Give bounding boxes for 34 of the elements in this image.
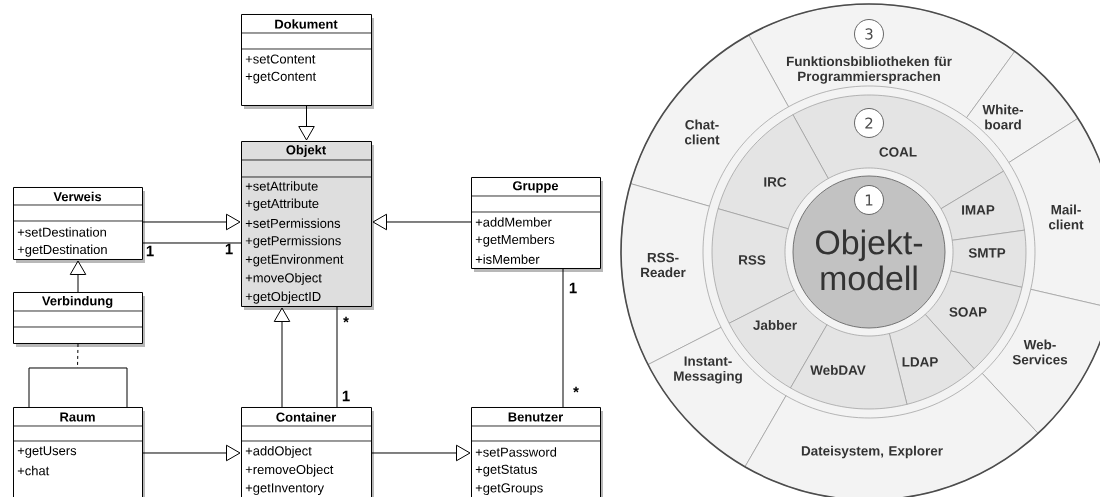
class-box: Verweis +setDestination +getDestination [12, 187, 145, 263]
node-label: Dateisystem, Explorer [801, 445, 943, 459]
node-label: +setPassword [475, 447, 557, 457]
class-box: Verbindung [12, 292, 145, 347]
ring-segment: White- board [966, 51, 1079, 163]
class-box: Raum +getUsers +chat [12, 407, 145, 497]
multiplicity-label: 1 [146, 245, 154, 257]
class-box: Objekt +setAttribute +getAttribute +setPermissions +getPermissions +getEnvironment +moveObject +getObjectID [240, 141, 374, 310]
node-label: Benutzer [508, 412, 564, 422]
node-label: +getStatus [475, 464, 538, 477]
generalization-arrow [142, 444, 241, 462]
multiplicity-label: 1 [225, 243, 233, 255]
multiplicity-label: * [343, 316, 349, 323]
multiplicity-label: * [573, 386, 579, 393]
node-label: Mail- client [1048, 204, 1084, 230]
class-box: Gruppe +addMember +getMembers +isMember [470, 177, 603, 272]
ring-segment: IMAP [940, 170, 1025, 241]
multiplicity-label: 1 [342, 390, 350, 402]
generalization-arrow [298, 105, 315, 141]
class-box: Dokument +setContent +getContent [240, 14, 374, 109]
class-box: Container +addObject +removeObject +getInventory [240, 407, 374, 497]
association-line [28, 367, 128, 408]
association-line [562, 268, 564, 408]
generalization-arrow [69, 260, 87, 293]
association-line [142, 242, 242, 244]
generalization-arrow [371, 444, 471, 462]
class-box: Benutzer +setPassword +getStatus +getGroups [470, 407, 603, 497]
ring-segment: SMTP [950, 229, 1027, 288]
generalization-arrow [273, 307, 291, 408]
node-label: +getGroups [475, 483, 543, 496]
generalization-arrow [372, 213, 472, 231]
multiplicity-label: 1 [569, 282, 577, 294]
association-line [336, 306, 338, 408]
generalization-arrow [142, 213, 241, 231]
